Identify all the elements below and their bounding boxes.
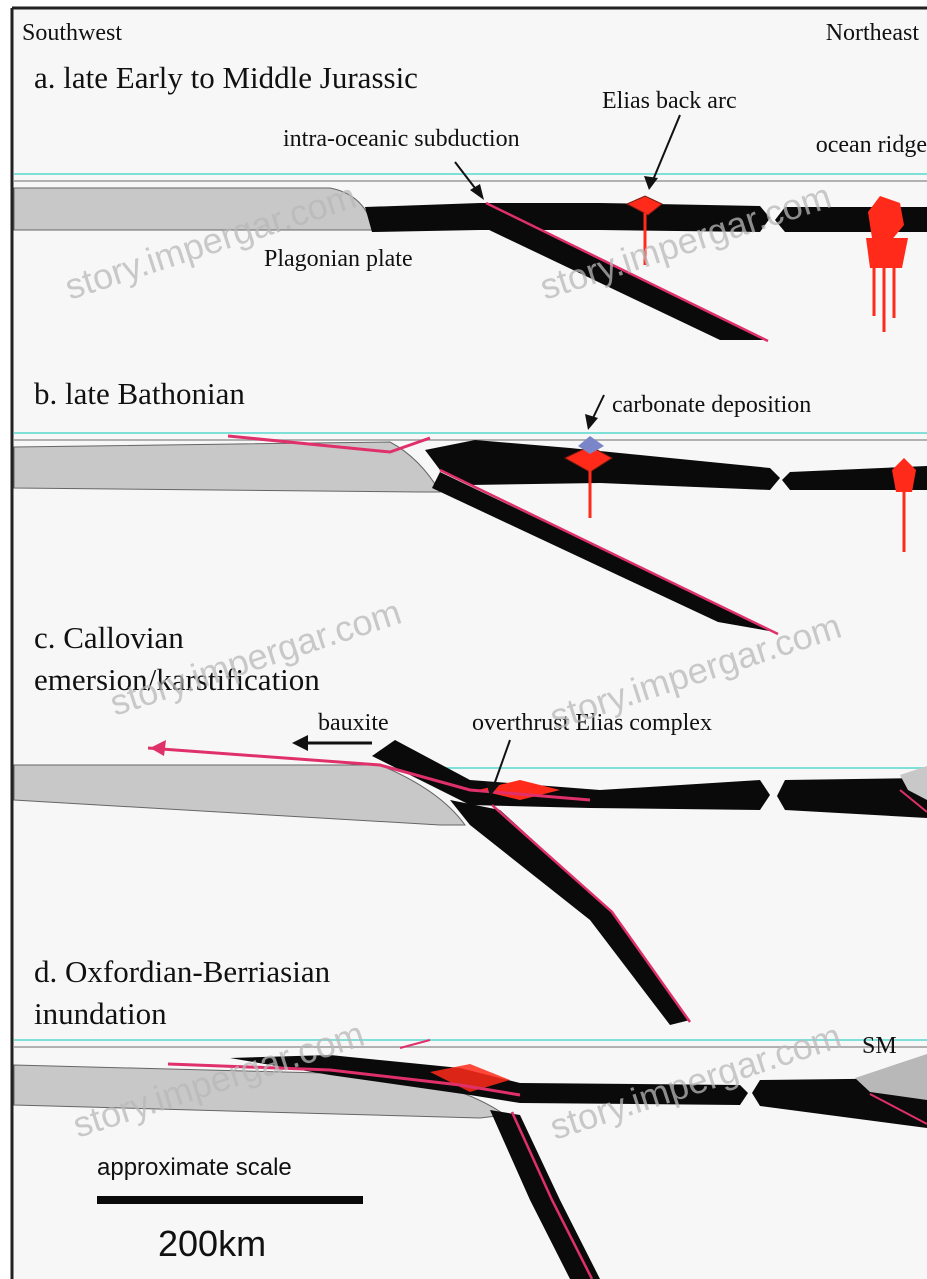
carbonate-label: carbonate deposition — [612, 392, 811, 418]
panel-d-title-line1: d. Oxfordian-Berriasian — [34, 954, 331, 989]
panel-b-title: b. late Bathonian — [34, 376, 245, 411]
bauxite-label: bauxite — [318, 710, 389, 736]
scale-value: 200km — [158, 1223, 266, 1264]
sm-label: SM — [862, 1033, 897, 1059]
plate-label: Plagonian plate — [264, 246, 413, 272]
northeast-label: Northeast — [826, 20, 920, 46]
subduction-label: intra-oceanic subduction — [283, 126, 520, 152]
scale-caption: approximate scale — [97, 1154, 292, 1181]
panel-a-title: a. late Early to Middle Jurassic — [34, 60, 418, 95]
panel-d-title-line2: inundation — [34, 996, 167, 1031]
ridge-label: ocean ridge — [816, 132, 927, 158]
panel-c-title-line1: c. Callovian — [34, 620, 184, 655]
southwest-label: Southwest — [22, 20, 122, 46]
ridge-magma-plume — [866, 238, 908, 268]
back-arc-label: Elias back arc — [602, 88, 737, 114]
scale-bar-line — [97, 1196, 363, 1204]
